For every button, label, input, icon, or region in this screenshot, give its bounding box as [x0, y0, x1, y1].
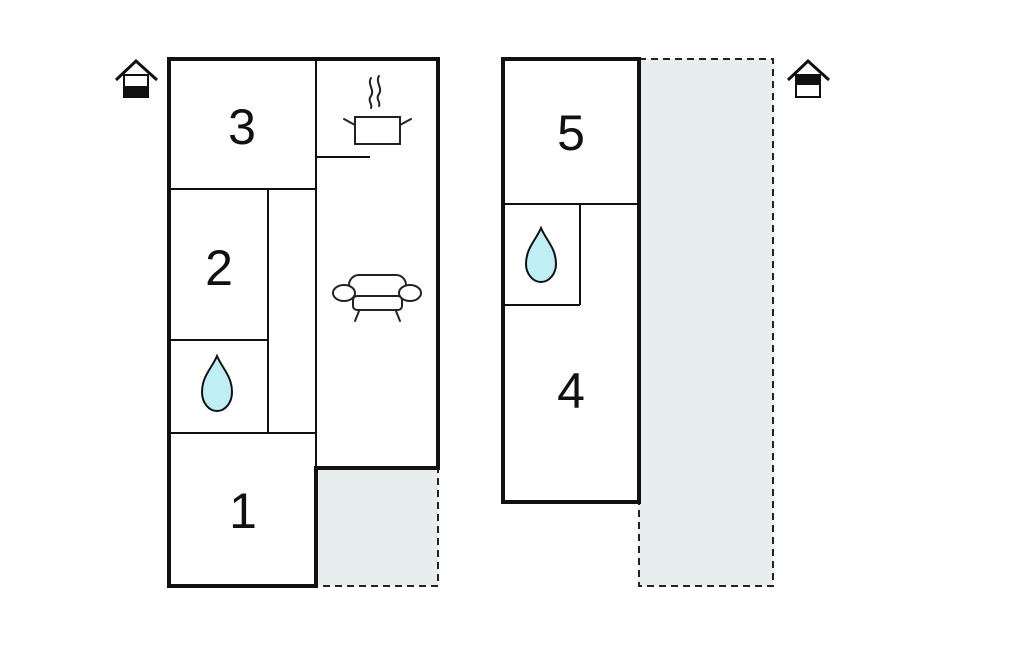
terrace-area-right — [638, 58, 774, 587]
room-number-2: 2 — [205, 240, 233, 296]
room-number-4: 4 — [557, 363, 585, 419]
room-number-1: 1 — [229, 483, 257, 539]
terrace-area-left — [315, 467, 439, 587]
room-number-3: 3 — [228, 99, 256, 155]
water-drop-icon — [524, 225, 558, 284]
kitchen-pot-icon — [343, 75, 412, 145]
water-drop-icon — [200, 353, 234, 413]
floor-plan-right: 5 4 — [501, 57, 831, 587]
floor-plan-left: 3 2 1 — [114, 57, 440, 588]
outer-wall-right — [501, 57, 641, 504]
room-number-5: 5 — [557, 105, 585, 161]
floor-indicator-icon — [114, 58, 159, 98]
sofa-icon — [332, 274, 422, 322]
floor-indicator-icon — [786, 58, 831, 98]
